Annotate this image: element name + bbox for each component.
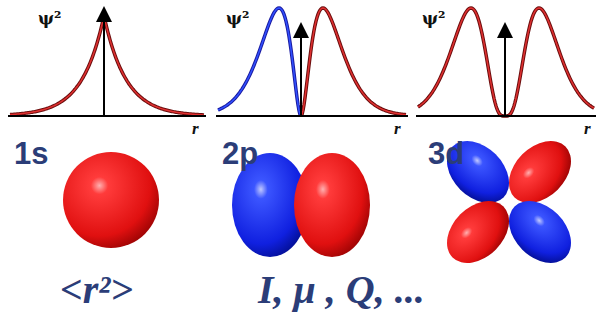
moments-label: I, μ , Q, ... [258,270,425,310]
axis-title: r [394,120,401,137]
density-curve [418,8,594,116]
axis-title: r [584,120,591,137]
psi-axis [504,30,506,116]
density-curve [10,16,204,115]
orbital-label: 2p [222,138,258,169]
p-lobe [294,153,370,257]
density-curve [10,16,204,115]
d-lobe [497,129,583,215]
axis-title: ψ² [226,10,249,27]
axis-title: ψ² [38,10,61,27]
s-orbital [63,152,159,248]
psi-axis [300,30,302,116]
d-lobe [497,189,583,275]
density-curve [418,8,594,116]
expectation-label: <r²> [60,270,133,310]
density-curve [218,8,301,116]
orbital-label: 3d [428,138,464,169]
density-curve [218,8,301,116]
r-axis [216,115,408,117]
orbital-label: 1s [14,138,48,169]
d-lobe [435,189,521,275]
r-axis [8,115,206,117]
density-curve [301,8,406,116]
axis-title: ψ² [422,10,445,27]
density-curve [301,8,406,116]
axis-title: r [192,120,199,137]
psi-axis [103,14,105,116]
